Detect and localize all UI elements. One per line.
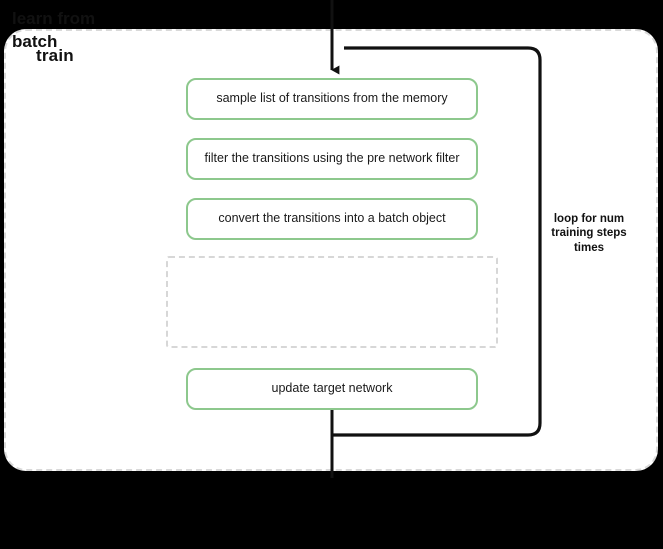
step-label: filter the transitions using the pre net… [204,151,460,166]
step-box-sample-transitions[interactable]: sample list of transitions from the memo… [186,78,478,120]
step-label: update target network [271,381,393,396]
learn-from-batch-block[interactable] [166,256,498,348]
loop-label-line-3: times [573,241,605,254]
step-box-update-target-network[interactable]: update target network [186,368,478,410]
learn-from-batch-title: learn from batch [12,8,162,54]
train-block-title: train [36,46,74,65]
step-box-convert-transitions[interactable]: convert the transitions into a batch obj… [186,198,478,240]
learn-title-line-1: learn from [12,9,96,28]
step-box-filter-transitions[interactable]: filter the transitions using the pre net… [186,138,478,180]
learn-title-line-2: batch [12,31,58,51]
step-label: sample list of transitions from the memo… [216,91,448,106]
step-label: convert the transitions into a batch obj… [218,211,446,226]
loop-label-line-2: training steps [551,227,627,240]
loop-label-line-1: loop for num [553,213,625,225]
